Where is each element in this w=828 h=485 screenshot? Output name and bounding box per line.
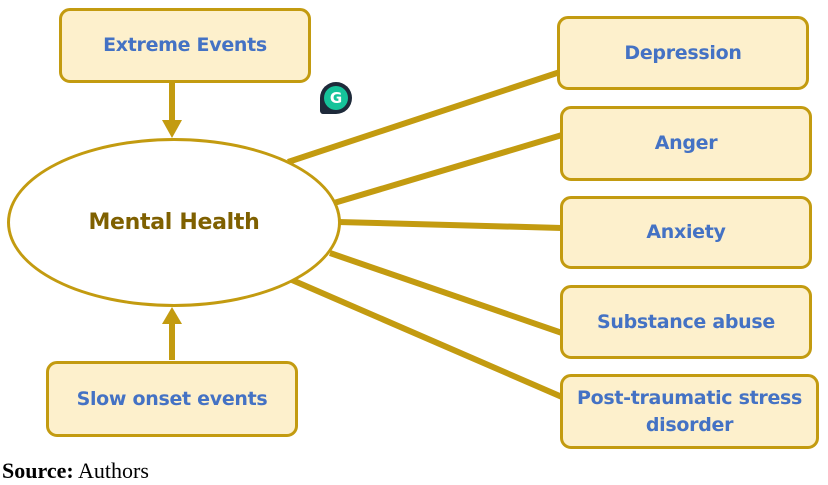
- arrowhead-slow: [162, 307, 182, 324]
- arrowhead-extreme: [162, 120, 182, 138]
- connector-anxiety: [337, 219, 563, 231]
- source-value: Authors: [78, 458, 149, 483]
- grammarly-icon[interactable]: G: [320, 82, 352, 114]
- effect-box-anger: Anger: [560, 106, 812, 181]
- cause-box-slow-onset-events: Slow onset events: [46, 361, 298, 437]
- source-prefix: Source:: [2, 458, 74, 483]
- connector-substance-abuse: [329, 250, 563, 336]
- connector-ptsd: [290, 277, 564, 400]
- connector-depression: [287, 69, 561, 165]
- center-label: Mental Health: [88, 210, 260, 235]
- effect-box-depression: Depression: [557, 16, 809, 90]
- cause-label: Slow onset events: [76, 387, 268, 410]
- effect-box-substance-abuse: Substance abuse: [560, 285, 812, 359]
- effect-label: Post-traumatic stress disorder: [576, 386, 803, 436]
- effect-label: Substance abuse: [597, 310, 775, 333]
- source-caption: Source: Authors: [2, 458, 149, 484]
- effect-label: Anger: [654, 132, 718, 155]
- effect-label: Anxiety: [646, 221, 726, 244]
- cause-label: Extreme Events: [103, 34, 267, 57]
- effect-box-anxiety: Anxiety: [560, 196, 812, 269]
- effect-box-ptsd: Post-traumatic stress disorder: [560, 374, 819, 449]
- center-node-mental-health: Mental Health: [7, 138, 341, 307]
- connector-anger: [333, 132, 563, 206]
- cause-box-extreme-events: Extreme Events: [59, 8, 311, 83]
- effect-label: Depression: [624, 41, 742, 64]
